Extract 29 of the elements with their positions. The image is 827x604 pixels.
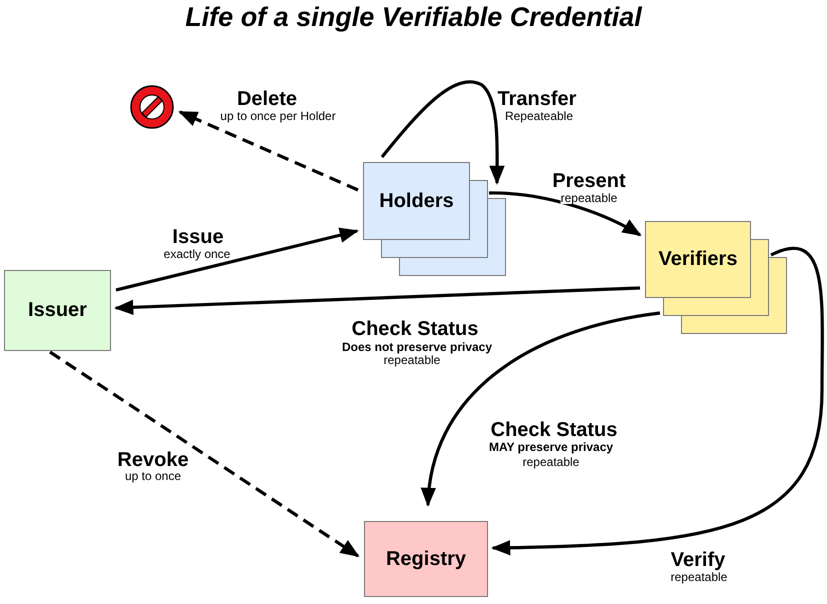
edge-note: up to once — [124, 470, 182, 482]
edge-note: repeatable — [670, 571, 728, 583]
edge-note: up to once per Holder — [220, 110, 336, 122]
card-stack — [363, 162, 506, 276]
node-label: Holders — [379, 190, 454, 212]
no-entry-icon — [129, 84, 175, 130]
arrow — [178, 110, 359, 192]
edge-note: Does not preserve privacy — [342, 341, 492, 353]
node-label: Issuer — [28, 299, 87, 322]
node-label: Registry — [386, 548, 466, 570]
self-loop-arrow — [380, 80, 505, 185]
arrow — [114, 286, 640, 316]
edge-note: exactly once — [164, 248, 230, 260]
arrow — [491, 246, 824, 556]
edge-note: repeatable — [384, 354, 440, 366]
edge-note: MAY preserve privacy — [488, 441, 614, 453]
edge-note: repeatable — [560, 192, 618, 204]
edge-note: repeatable — [522, 456, 580, 468]
edge-note: Repeateable — [504, 110, 574, 122]
card-stack — [645, 221, 787, 334]
arrow — [49, 350, 360, 558]
arrow — [116, 228, 359, 292]
arrow — [488, 191, 642, 236]
diagram-title: Life of a single Verifiable Credential — [184, 2, 644, 33]
edge-label: Verify — [670, 550, 726, 570]
process-box — [4, 270, 111, 351]
arrow — [422, 311, 660, 507]
process-box — [364, 521, 488, 597]
node-label: Verifiers — [658, 248, 738, 271]
